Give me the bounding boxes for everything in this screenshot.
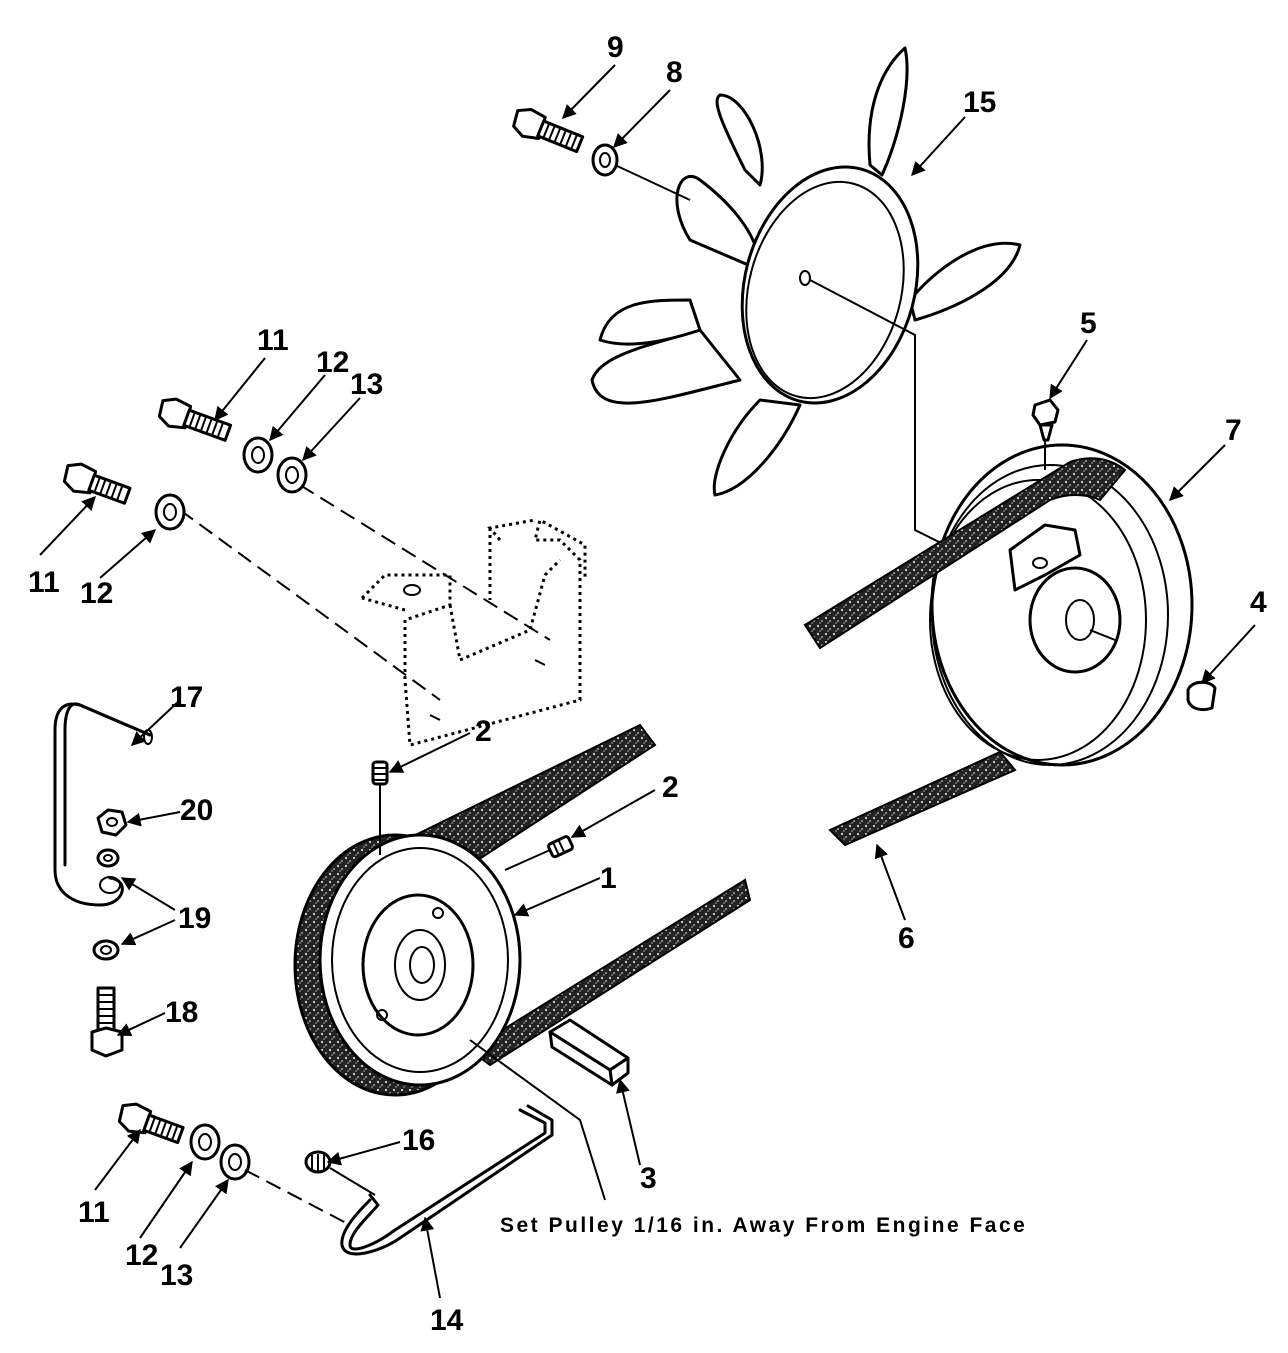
washer-icon: [189, 1123, 221, 1161]
callout-13-bottom: 13: [160, 1259, 193, 1292]
set-screw-icon: [547, 835, 574, 859]
bolt-icon: [62, 462, 132, 505]
key-icon: [548, 1018, 630, 1087]
callout-3: 3: [640, 1162, 657, 1195]
callout-19: 19: [178, 902, 211, 935]
bracket-icon: [360, 517, 587, 747]
washer-icon: [154, 493, 186, 531]
rod-icon: [53, 702, 153, 907]
washer-icon: [219, 1143, 251, 1181]
callout-20: 20: [180, 794, 213, 827]
bolt-icon: [117, 1102, 185, 1145]
set-screw-icon: [1031, 398, 1060, 470]
callout-13-top: 13: [350, 368, 383, 401]
nut-icon: [96, 808, 128, 837]
v-belt-icon: [803, 457, 1127, 650]
washer-icon: [96, 848, 120, 868]
washer-icon: [242, 436, 274, 474]
bolt-icon: [512, 107, 585, 154]
callout-2-lower: 2: [662, 771, 679, 804]
callout-12-left: 12: [80, 577, 113, 610]
callout-4: 4: [1250, 586, 1267, 619]
callout-12-bottom: 12: [125, 1239, 158, 1272]
callout-5: 5: [1080, 307, 1097, 340]
callout-11-top: 11: [257, 324, 289, 357]
key-icon: [1186, 680, 1217, 712]
washer-icon: [92, 939, 120, 961]
callout-17: 17: [170, 681, 203, 714]
callout-9: 9: [607, 31, 624, 64]
callout-11-bottom: 11: [78, 1196, 110, 1229]
callout-1: 1: [600, 862, 617, 895]
rod-icon: [340, 1104, 554, 1256]
washer-icon: [591, 143, 619, 177]
callout-2-upper: 2: [475, 715, 492, 748]
fan-icon: [590, 46, 1022, 497]
callout-7: 7: [1225, 414, 1242, 447]
bolt-icon: [90, 986, 124, 1058]
callout-11-left: 11: [28, 566, 60, 599]
pulley-icon: [293, 833, 522, 1097]
nut-icon: [304, 1150, 332, 1174]
pulley-note: Set Pulley 1/16 in. Away From Engine Fac…: [500, 1214, 1027, 1237]
set-screw-icon: [371, 760, 389, 855]
bolt-icon: [157, 397, 233, 442]
washer-icon: [276, 456, 308, 494]
callout-15: 15: [963, 86, 996, 119]
callout-16: 16: [402, 1124, 435, 1157]
callout-18: 18: [165, 996, 198, 1029]
callout-8: 8: [666, 56, 683, 89]
callout-6: 6: [898, 922, 915, 955]
callout-14: 14: [430, 1304, 464, 1337]
callout-12-top: 12: [316, 346, 349, 379]
callout-leaders: [39, 64, 1256, 1299]
